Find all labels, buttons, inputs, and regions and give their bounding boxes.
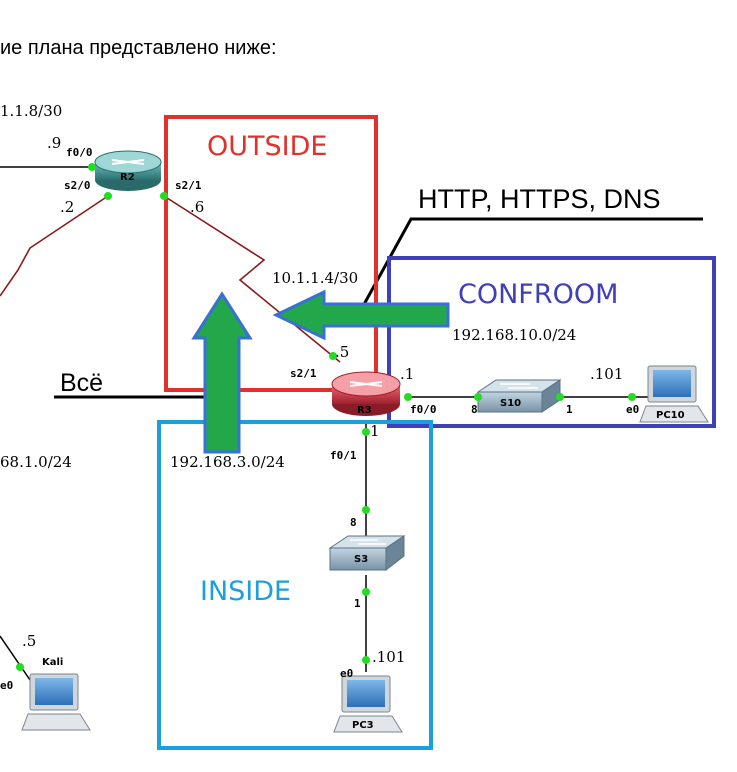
- network-label: 1.1.8/30: [0, 102, 63, 120]
- port-dot: [362, 428, 370, 436]
- address-label: .1: [400, 365, 415, 383]
- arrow-up-inside: [191, 291, 253, 454]
- port-label: s2/1: [175, 179, 202, 192]
- port-dot: [88, 163, 96, 171]
- pc10-icon: [639, 365, 709, 423]
- protocols-callout: HTTP, HTTPS, DNS: [418, 184, 661, 214]
- port-label: s2/0: [64, 179, 91, 192]
- address-label: .6: [190, 198, 205, 216]
- device-label-r3: R3: [357, 405, 372, 416]
- arrow-left-confroom: [272, 289, 450, 341]
- port-label: 1: [566, 403, 573, 416]
- address-label: .5: [335, 343, 350, 361]
- port-label: 8: [350, 516, 357, 529]
- port-dot: [104, 192, 112, 200]
- address-label: 1: [370, 422, 380, 440]
- router-r2-icon: [94, 150, 162, 191]
- port-dot: [362, 588, 370, 596]
- link-kali: [0, 635, 31, 681]
- port-dot: [362, 506, 370, 514]
- inside-zone-label: INSIDE: [200, 576, 292, 607]
- port-dot: [160, 192, 168, 200]
- inside-zone: [157, 420, 433, 750]
- kali-pc-icon: [21, 673, 91, 731]
- router-r3-icon: [331, 371, 401, 416]
- switch-s10-icon: [476, 379, 562, 413]
- port-dot: [474, 393, 482, 401]
- port-label: f0/0: [410, 403, 437, 416]
- address-label: .101: [372, 648, 406, 666]
- address-label: .5: [22, 632, 37, 650]
- port-label: e0: [0, 679, 14, 692]
- port-label: e0: [626, 403, 640, 416]
- device-label-s3: S3: [354, 554, 369, 565]
- port-label: s2/1: [290, 367, 317, 380]
- network-label: 192.168.3.0/24: [170, 453, 285, 471]
- device-label-kali: Kali: [42, 657, 64, 668]
- intro-text: ие плана представлено ниже:: [0, 37, 277, 59]
- confroom-zone: [387, 256, 716, 428]
- address-label: .101: [590, 365, 624, 383]
- outside-zone-label: OUTSIDE: [207, 131, 328, 162]
- address-label: .2: [60, 198, 75, 216]
- port-dots: [16, 163, 636, 671]
- port-dot: [16, 663, 24, 671]
- serial-link-r2-left: [0, 195, 109, 297]
- callout-line-protocols: [360, 217, 703, 309]
- port-label: 8: [471, 403, 478, 416]
- port-dot: [329, 352, 337, 360]
- switch-s3-icon: [328, 535, 406, 572]
- address-label: .9: [47, 134, 62, 152]
- port-label: f0/1: [330, 449, 357, 462]
- device-label-s10: S10: [500, 398, 522, 409]
- device-label-pc3: PC3: [352, 720, 374, 731]
- port-dot: [362, 656, 370, 664]
- outside-zone: [164, 115, 378, 392]
- confroom-zone-label: CONFROOM: [458, 279, 619, 310]
- pc3-icon: [333, 675, 403, 733]
- port-label: e0: [340, 667, 354, 680]
- port-dot: [556, 393, 564, 401]
- all-traffic-callout: Всё: [60, 369, 104, 397]
- device-label-pc10: PC10: [656, 410, 685, 421]
- network-label: 10.1.1.4/30: [272, 269, 359, 287]
- port-label: f0/0: [66, 146, 93, 159]
- port-dot: [628, 393, 636, 401]
- port-dot: [404, 393, 412, 401]
- network-label: 192.168.10.0/24: [452, 326, 577, 344]
- device-label-r2: R2: [120, 172, 135, 183]
- network-label: 68.1.0/24: [0, 453, 72, 471]
- port-label: 1: [354, 597, 361, 610]
